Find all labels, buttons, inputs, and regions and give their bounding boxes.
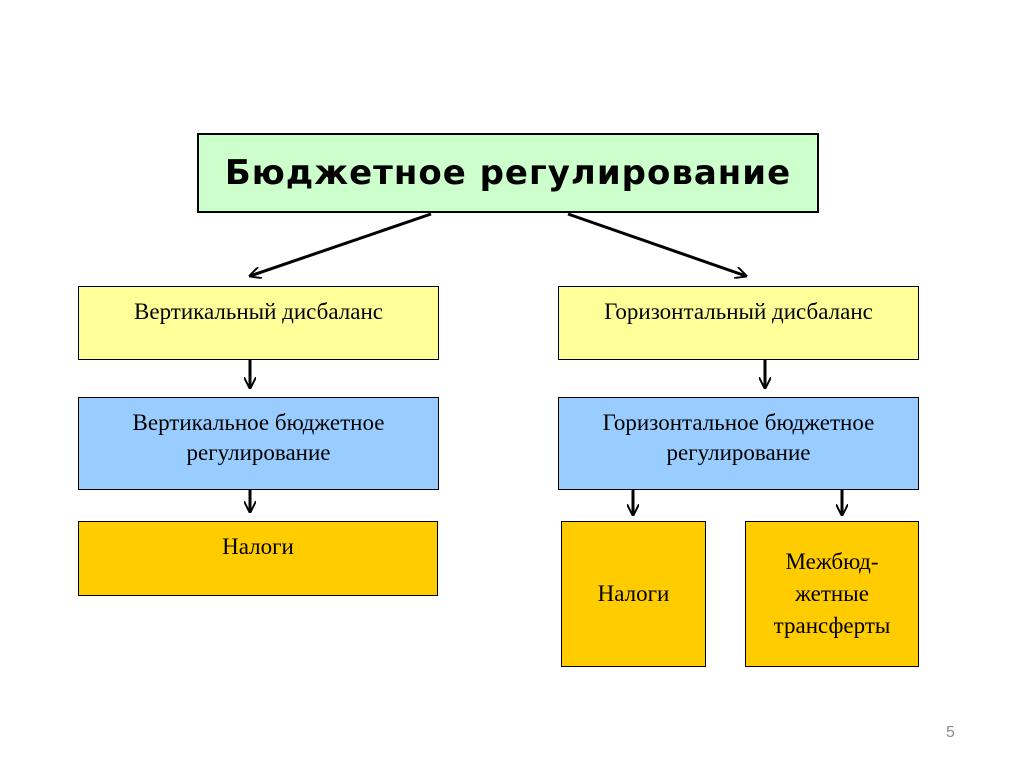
horizontal-taxes-box: Налоги (561, 521, 706, 667)
horizontal-regulation-line-1: Горизонтальное бюджетное (602, 410, 875, 435)
vertical-regulation-label: Вертикальное бюджетное регулирование (133, 408, 385, 468)
horizontal-imbalance-label: Горизонтальный дисбаланс (604, 299, 873, 324)
horizontal-regulation-label: Горизонтальное бюджетное регулирование (603, 408, 875, 468)
transfers-line-2: жетные (795, 581, 869, 606)
page-number: 5 (946, 724, 955, 741)
transfers-line-3: трансферты (773, 613, 891, 638)
intergovernmental-transfers-box: Межбюд- жетные трансферты (745, 521, 919, 667)
vertical-regulation-line-2: регулирование (186, 440, 331, 465)
horizontal-taxes-label: Налоги (597, 581, 670, 606)
vertical-taxes-box: Налоги (78, 521, 438, 596)
arrow-title-to-vertical (250, 212, 432, 276)
vertical-imbalance-label: Вертикальный дисбаланс (134, 299, 383, 324)
vertical-regulation-box: Вертикальное бюджетное регулирование (78, 397, 439, 490)
transfers-line-1: Межбюд- (785, 549, 879, 574)
vertical-taxes-label: Налоги (222, 534, 294, 559)
title-box: Бюджетное регулирование (197, 133, 819, 213)
horizontal-regulation-box: Горизонтальное бюджетное регулирование (558, 397, 919, 490)
horizontal-regulation-line-2: регулирование (666, 440, 811, 465)
diagram-title: Бюджетное регулирование (224, 153, 792, 193)
arrow-title-to-horizontal (567, 212, 746, 276)
transfers-label: Межбюд- жетные трансферты (774, 546, 891, 642)
vertical-imbalance-box: Вертикальный дисбаланс (78, 286, 439, 360)
horizontal-imbalance-box: Горизонтальный дисбаланс (558, 286, 919, 360)
vertical-regulation-line-1: Вертикальное бюджетное (132, 410, 385, 435)
